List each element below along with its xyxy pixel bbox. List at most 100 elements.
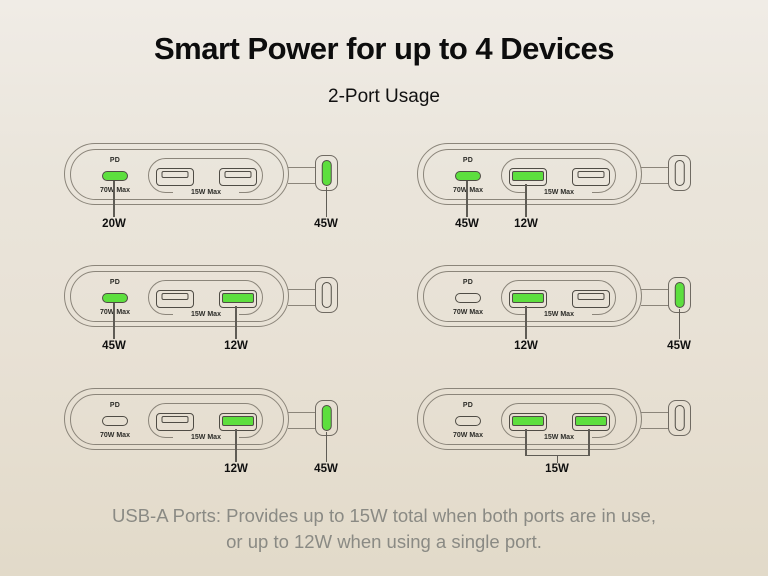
usba-port-1-icon [156,289,194,308]
usbc-max-wattage-label: 70W Max [453,187,483,194]
usba-port-2-icon [219,289,257,308]
usbc-max-wattage-label: 70W Max [100,432,130,439]
usba-slot-icon [222,415,254,426]
usba-port-1-icon [156,412,194,431]
usba-max-wattage-label: 15W Max [526,433,592,442]
powerbank-body-outline: PD 70W Max 15W Max [417,265,642,327]
leader-line-usbc [113,303,115,339]
powerbank-body-outline: PD 70W Max 15W Max [64,265,289,327]
wattage-label-connector: 45W [667,339,691,352]
connector-cable [288,289,316,306]
pd-label: PD [109,402,121,409]
usbc-connector-pill-icon [674,160,685,186]
wattage-label-usba1: 12W [514,339,538,352]
usbc-connector-pill-icon [321,160,332,186]
wattage-label-combined: 15W [545,462,569,475]
leader-line-usbc [466,181,468,217]
leader-line-usba1 [525,305,527,339]
device-middle-right: PD 70W Max 15W Max 12W 4 [417,265,717,365]
powerbank-body-outline: PD 70W Max 15W Max [64,143,289,205]
usbc-connector-icon [668,155,691,191]
usba-max-wattage-label: 15W Max [173,310,239,319]
footer-note-line1: USB-A Ports: Provides up to 15W total wh… [112,505,656,526]
bracket-line [556,455,559,463]
usba-port-2-icon [572,289,610,308]
usba-port-group-outline [501,403,616,438]
device-bottom-left: PD 70W Max 15W Max 12W 4 [64,388,364,488]
usbc-port-icon [455,171,481,181]
usbc-connector-icon [315,277,338,313]
usba-slot-icon [512,292,544,303]
usba-port-2-icon [572,167,610,186]
usbc-max-wattage-label: 70W Max [453,309,483,316]
leader-line-usba1 [525,183,527,217]
leader-line-connector [325,432,328,462]
connector-cable [288,412,316,429]
powerbank-inner-outline [422,393,637,445]
pd-label: PD [109,157,121,164]
usbc-connector-icon [315,400,338,436]
powerbank-body-outline: PD 70W Max 15W Max [417,143,642,205]
device-top-right: PD 70W Max 15W Max 45W 12W [417,143,717,243]
powerbank-body-outline: PD 70W Max 15W Max [417,388,642,450]
leader-line-connector [678,309,681,339]
usbc-connector-icon [668,400,691,436]
usbc-port-icon [455,416,481,426]
usba-slot-icon [224,171,252,178]
usba-max-wattage-label: 15W Max [173,433,239,442]
wattage-label-usba1: 12W [514,217,538,230]
wattage-label-usba2: 12W [224,339,248,352]
connector-cable [641,412,669,429]
usbc-connector-icon [668,277,691,313]
usba-port-1-icon [509,167,547,186]
wattage-label-connector: 45W [314,217,338,230]
device-top-left: PD 70W Max 15W Max 20W 4 [64,143,364,243]
pd-label: PD [462,157,474,164]
footer-note: USB-A Ports: Provides up to 15W total wh… [0,503,768,555]
usba-slot-icon [512,415,544,426]
device-middle-left: PD 70W Max 15W Max 45W 12W [64,265,364,365]
usba-port-2-icon [219,412,257,431]
usbc-port-icon [455,293,481,303]
usba-max-wattage-label: 15W Max [526,310,592,319]
connector-cable [641,167,669,184]
leader-line-usba2 [235,428,237,462]
pd-label: PD [462,279,474,286]
wattage-label-usbc: 20W [102,217,126,230]
device-bottom-right: PD 70W Max 15W Max [417,388,717,488]
wattage-label-usbc: 45W [102,339,126,352]
bracket-line [525,428,527,455]
usbc-port-icon [102,416,128,426]
powerbank-inner-outline [69,148,284,200]
usbc-connector-pill-icon [321,282,332,308]
usbc-max-wattage-label: 70W Max [100,187,130,194]
usbc-max-wattage-label: 70W Max [453,432,483,439]
powerbank-inner-outline [69,270,284,322]
powerbank-inner-outline [422,148,637,200]
pd-label: PD [109,279,121,286]
powerbank-inner-outline [422,270,637,322]
usba-slot-icon [161,293,189,300]
powerbank-body-outline: PD 70W Max 15W Max [64,388,289,450]
usbc-connector-pill-icon [674,282,685,308]
page-subtitle: 2-Port Usage [328,86,440,107]
leader-line-connector [325,187,328,217]
usbc-max-wattage-label: 70W Max [100,309,130,316]
usba-port-2-icon [572,412,610,431]
leader-line-usba2 [235,305,237,339]
usbc-connector-pill-icon [674,405,685,431]
usba-port-2-icon [219,167,257,186]
footer-note-line2: or up to 12W when using a single port. [226,531,542,552]
page-title: Smart Power for up to 4 Devices [154,31,614,66]
usbc-connector-pill-icon [321,405,332,431]
usba-slot-icon [161,416,189,423]
bracket-line [588,428,590,455]
connector-cable [641,289,669,306]
usbc-connector-icon [315,155,338,191]
usba-slot-icon [575,415,607,426]
leader-line-usbc [113,181,115,217]
usba-slot-icon [222,292,254,303]
usba-slot-icon [577,171,605,178]
powerbank-inner-outline [69,393,284,445]
